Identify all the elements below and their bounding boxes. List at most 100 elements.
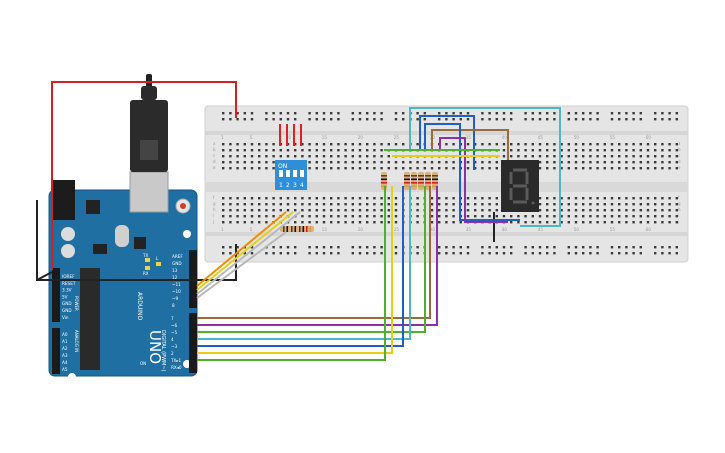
- wires: [36, 81, 561, 361]
- breadboard[interactable]: 1510152025303540455055601510152025303540…: [204, 105, 689, 263]
- svg-text:f: f: [213, 195, 215, 200]
- l-label: L: [156, 256, 159, 261]
- pin-label: RESET: [62, 281, 76, 286]
- capacitor: [61, 244, 75, 258]
- pin-label: ~5: [171, 330, 178, 335]
- column-number: 5: [250, 135, 253, 140]
- column-number: 1: [221, 227, 224, 232]
- svg-text:i: i: [213, 213, 214, 218]
- column-number: 60: [646, 227, 652, 232]
- atmega-chip: [80, 268, 100, 370]
- pin-label: 4: [171, 337, 174, 342]
- dip-number: 3: [293, 182, 297, 189]
- column-number: 35: [466, 135, 472, 140]
- svg-text:f: f: [678, 195, 680, 200]
- column-number: 50: [574, 135, 580, 140]
- svg-text:d: d: [213, 159, 216, 164]
- pin-label: Vin: [62, 315, 69, 320]
- column-number: 20: [358, 227, 364, 232]
- svg-text:i: i: [678, 213, 679, 218]
- column-number: 55: [610, 227, 616, 232]
- power-label: POWER: [74, 296, 79, 311]
- dip-number: 4: [300, 182, 304, 189]
- column-number: 50: [574, 227, 580, 232]
- svg-text:g: g: [213, 201, 216, 206]
- breadboard-holes: [222, 112, 678, 255]
- pin-label: AREF: [172, 254, 183, 259]
- power-header: [52, 268, 60, 322]
- l-led: [156, 262, 161, 266]
- wire-black: [36, 271, 53, 281]
- column-number: 30: [430, 227, 436, 232]
- column-number: 20: [358, 135, 364, 140]
- svg-text:a: a: [213, 141, 216, 146]
- usb-cable: [130, 74, 168, 172]
- tx-label: TX: [142, 253, 148, 258]
- dip-number: 2: [286, 182, 290, 189]
- svg-text:e: e: [678, 165, 681, 170]
- seven-segment-display[interactable]: [501, 160, 539, 212]
- pin-label: A1: [62, 339, 68, 344]
- column-number: 15: [322, 135, 328, 140]
- red-leds: [279, 124, 302, 146]
- pin-label: 8: [172, 303, 175, 308]
- on-label: ON: [140, 361, 146, 366]
- pin-label: A2: [62, 346, 68, 351]
- dip-number: 1: [279, 182, 283, 189]
- crystal: [115, 225, 129, 247]
- svg-text:j: j: [212, 219, 214, 224]
- svg-text:j: j: [677, 219, 679, 224]
- pin-label: ~6: [171, 323, 178, 328]
- capacitor: [61, 227, 75, 241]
- column-number: 15: [322, 227, 328, 232]
- bottom-pin-labels: 7 ~6 ~5 4 ~3 2TX▸1RX◂0: [170, 316, 182, 370]
- svg-text:g: g: [678, 201, 681, 206]
- svg-text:b: b: [213, 147, 216, 152]
- pin-label: ~3: [171, 344, 178, 349]
- pin-label: 2: [171, 351, 174, 356]
- dip-on-label: ON: [278, 163, 287, 170]
- pin-label: 12: [172, 275, 178, 280]
- column-number: 1: [221, 135, 224, 140]
- analog-header: [52, 328, 60, 374]
- pin-label: 7: [171, 316, 174, 321]
- svg-text:c: c: [213, 153, 215, 158]
- rx-label: RX: [143, 271, 149, 276]
- digital-header-bottom: [189, 313, 197, 373]
- column-number: 25: [394, 135, 400, 140]
- pin-label: TX▸1: [170, 358, 182, 363]
- column-number: 45: [538, 227, 544, 232]
- pin-label: A4: [62, 360, 68, 365]
- pin-label: ~11: [172, 282, 181, 287]
- column-number: 10: [286, 135, 292, 140]
- svg-text:h: h: [678, 207, 681, 212]
- svg-text:h: h: [213, 207, 216, 212]
- svg-text:a: a: [678, 141, 681, 146]
- wire-red: [51, 81, 237, 270]
- breadboard-column-numbers: 1510152025303540455055601510152025303540…: [221, 135, 651, 232]
- svg-text:c: c: [678, 153, 680, 158]
- pin-label: ~10: [172, 289, 181, 294]
- column-number: 45: [538, 135, 544, 140]
- pin-label: GND: [172, 261, 182, 266]
- pin-label: 3.3V: [62, 288, 72, 293]
- column-number: 25: [394, 227, 400, 232]
- pin-label: GND: [62, 301, 72, 306]
- pin-label: RX◂0: [171, 365, 182, 370]
- pin-label: A5: [62, 367, 68, 372]
- column-number: 60: [646, 135, 652, 140]
- pin-label: ~9: [172, 296, 179, 301]
- power-jack: [53, 180, 75, 220]
- resistors: [280, 172, 438, 232]
- column-number: 35: [466, 227, 472, 232]
- pin-label: A3: [62, 353, 68, 358]
- pin-label: IOREF: [62, 274, 75, 279]
